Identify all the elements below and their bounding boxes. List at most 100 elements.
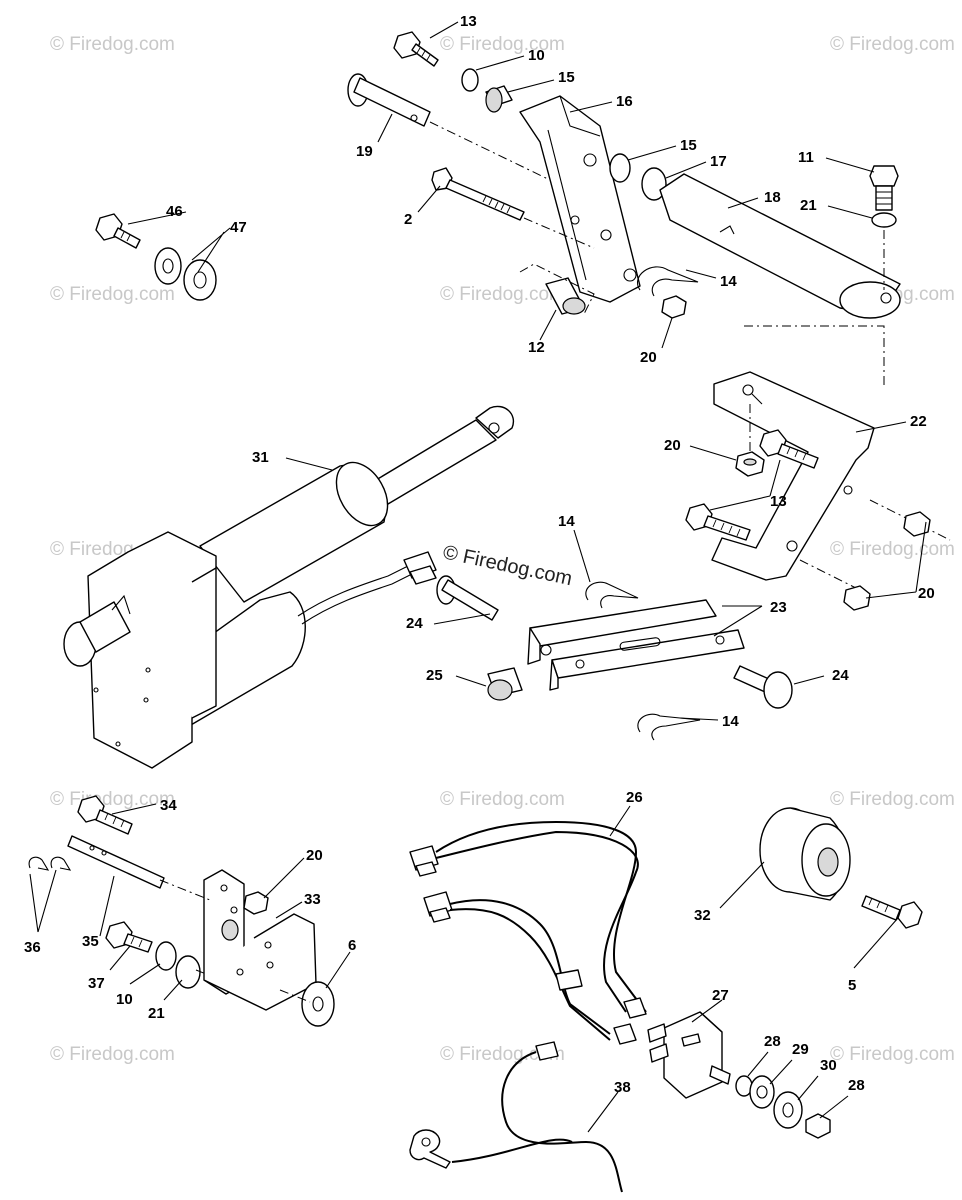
part-24-pin — [436, 575, 499, 621]
watermark-text: © Firedog.com — [440, 34, 565, 55]
callout-label: 28 — [764, 1033, 781, 1050]
part-29-washer — [749, 1075, 775, 1109]
callout-label: 19 — [356, 143, 373, 160]
part-26-wire-harness — [409, 820, 647, 1045]
part-11-bolt — [869, 165, 899, 211]
leader-lines — [29, 21, 927, 1133]
callout-label: 47 — [230, 219, 247, 236]
part-20-nut-mid — [735, 451, 765, 477]
callout-label: 38 — [614, 1079, 631, 1096]
callout-label: 2 — [404, 211, 412, 228]
part-14-hairpin-mid — [585, 581, 639, 609]
part-2-bolt — [431, 167, 525, 221]
callout-label: 24 — [406, 615, 423, 632]
callout-label: 12 — [528, 339, 545, 356]
part-13-bolt-low — [685, 503, 751, 541]
callout-label: 31 — [252, 449, 269, 466]
watermark-text: © Firedog.com — [830, 1044, 955, 1065]
callout-label: 34 — [160, 797, 177, 814]
callout-labels: 13 10 15 16 19 15 17 18 11 21 46 47 2 14… — [24, 13, 935, 1096]
callout-label: 14 — [720, 273, 737, 290]
part-21-washer — [871, 212, 897, 228]
callout-label: 5 — [848, 977, 856, 994]
callout-label: 46 — [166, 203, 183, 220]
callout-label: 36 — [24, 939, 41, 956]
part-25-spacer — [487, 667, 523, 701]
part-6-washer — [301, 981, 335, 1027]
callout-label: 35 — [82, 933, 99, 950]
part-12-spacer — [519, 263, 595, 315]
callout-label: 32 — [694, 907, 711, 924]
watermark-text: © Firedog.com — [50, 789, 175, 810]
callout-label: 21 — [800, 197, 817, 214]
callout-label: 14 — [722, 713, 739, 730]
watermark-text: © Firedog.com — [830, 539, 955, 560]
part-34-bolt — [77, 795, 133, 835]
watermark-text: © Firedog.com — [440, 789, 565, 810]
callout-label: 23 — [770, 599, 787, 616]
part-38-ground-wire — [409, 1041, 623, 1193]
part-10-washer-low — [155, 941, 177, 971]
callout-label: 29 — [792, 1041, 809, 1058]
part-36-clips — [28, 856, 72, 871]
watermark-center: © Firedog.com — [441, 541, 574, 590]
part-33-bracket — [203, 869, 317, 1011]
part-35-pin — [67, 835, 165, 889]
part-20-nut-right — [903, 511, 931, 537]
callout-label: 18 — [764, 189, 781, 206]
part-28-nut — [805, 1113, 831, 1139]
part-32-knob — [759, 807, 851, 901]
part-31-actuator — [63, 405, 515, 769]
part-30-washer — [773, 1091, 803, 1129]
part-16-bracket — [519, 95, 641, 303]
part-18-arm — [659, 173, 901, 319]
part-20-nut-bottom — [843, 585, 871, 611]
callout-label: 10 — [528, 47, 545, 64]
part-37-bolt — [105, 921, 153, 953]
callout-label: 15 — [680, 137, 697, 154]
watermark-text: © Firedog.com — [440, 284, 565, 305]
callout-label: 25 — [426, 667, 443, 684]
callout-label: 24 — [832, 667, 849, 684]
callout-label: 20 — [306, 847, 323, 864]
part-24-pin-right — [733, 665, 793, 709]
part-5-bolt — [861, 895, 923, 929]
callout-label: 21 — [148, 1005, 165, 1022]
callout-label: 14 — [558, 513, 575, 530]
watermark-text: © Firedog.com — [440, 1044, 565, 1065]
part-14-hairpin — [637, 266, 699, 297]
part-15-washer — [609, 153, 631, 183]
part-19-pin — [347, 73, 431, 127]
callout-label: 17 — [710, 153, 727, 170]
bolt-46-washers-47 — [95, 213, 217, 301]
callout-label: 10 — [116, 991, 133, 1008]
watermark-text: © Firedog.com — [50, 34, 175, 55]
watermark-text: © Firedog.com — [50, 284, 175, 305]
watermark-text: © Firedog.com — [830, 789, 955, 810]
callout-label: 16 — [616, 93, 633, 110]
callout-label: 15 — [558, 69, 575, 86]
part-10-washer — [461, 68, 479, 92]
callout-label: 27 — [712, 987, 729, 1004]
callout-label: 6 — [348, 937, 356, 954]
callout-label: 20 — [664, 437, 681, 454]
part-20-nut-low — [243, 891, 269, 915]
part-13-bolt-mid — [759, 429, 819, 469]
callout-label: 22 — [910, 413, 927, 430]
callout-label: 30 — [820, 1057, 837, 1074]
watermark-text: © Firedog.com — [830, 34, 955, 55]
callout-label: 20 — [918, 585, 935, 602]
part-23-link-plates — [527, 599, 745, 691]
callout-label: 28 — [848, 1077, 865, 1094]
callout-label: 37 — [88, 975, 105, 992]
bracket-assembly — [347, 31, 901, 319]
callout-label: 13 — [460, 13, 477, 30]
callout-label: 11 — [798, 149, 814, 166]
callout-label: 33 — [304, 891, 321, 908]
part-13-bolt — [393, 31, 439, 67]
part-20-nut — [661, 295, 687, 319]
watermark-text: © Firedog.com — [50, 1044, 175, 1065]
callout-label: 20 — [640, 349, 657, 366]
part-15-bushing — [485, 85, 513, 113]
